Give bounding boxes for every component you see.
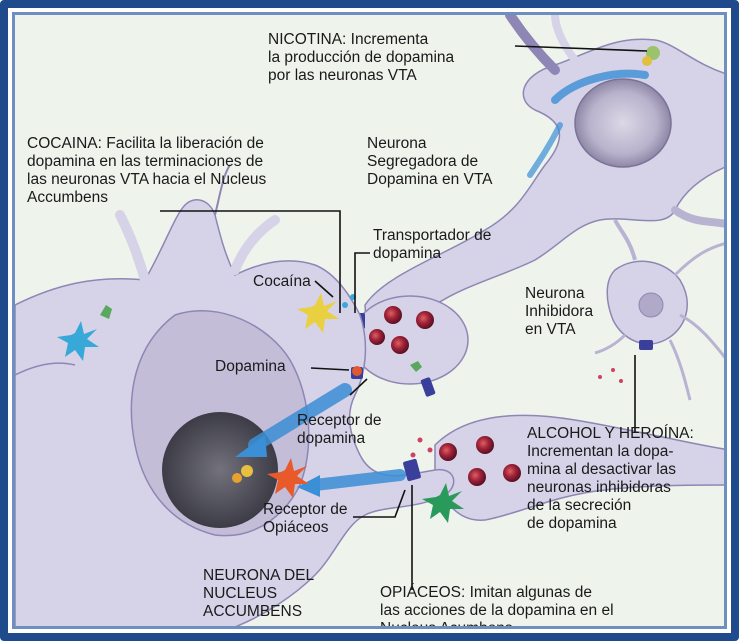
inhibitory-neuron	[594, 219, 724, 401]
diagram-canvas: NICOTINA: Incrementa la producción de do…	[12, 12, 727, 629]
nicotina-label: NICOTINA: Incrementa la producción de do…	[268, 31, 455, 84]
vta-dopamine-neuron	[364, 15, 724, 336]
cocaina-effect-label: COCAINA: Facilita la liberación de dopam…	[27, 135, 267, 206]
leader-lines	[160, 45, 648, 590]
receptor-opiaceos-label: Receptor de Opiáceos	[263, 501, 348, 536]
receptor-dopamina-label: Receptor de dopamina	[297, 412, 382, 447]
neuron-illustration	[15, 15, 724, 626]
dopamina-label: Dopamina	[215, 358, 286, 375]
presynaptic-terminal	[351, 295, 469, 397]
alcohol-heroina-label: ALCOHOL Y HEROÍNA: Incrementan la dopa- …	[527, 425, 694, 532]
molecules	[57, 293, 464, 523]
vta-neuron-label: Neurona Segregadora de Dopamina en VTA	[367, 135, 493, 188]
opiaceos-label: OPIÁCEOS: Imitan algunas de las acciones…	[380, 584, 614, 629]
signal-arrows	[235, 383, 406, 497]
transportador-label: Transportador de dopamina	[373, 227, 492, 262]
nucleus-accumbens-label: NEURONA DEL NUCLEUS ACCUMBENS	[203, 567, 315, 620]
cocaina-label: Cocaína	[253, 273, 311, 290]
opiate-terminal	[434, 414, 724, 521]
inhibitory-neuron-label: Neurona Inhibidora en VTA	[525, 285, 594, 338]
